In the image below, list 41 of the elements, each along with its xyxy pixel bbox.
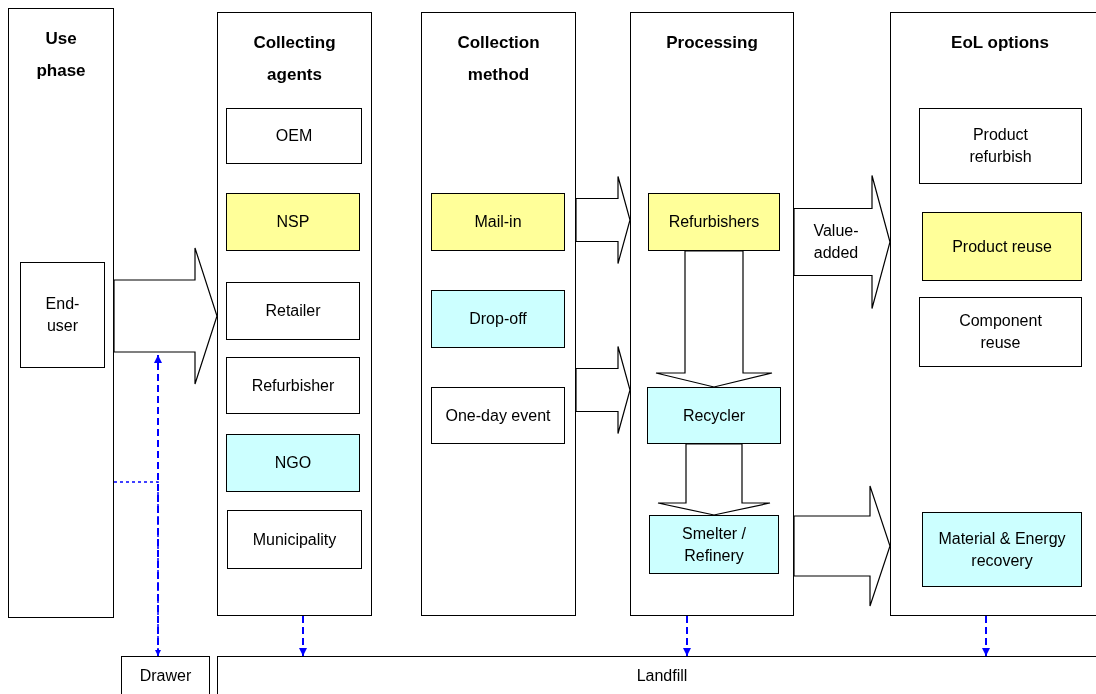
column-panel	[217, 12, 372, 616]
stage-box: Mail-in	[431, 193, 565, 251]
dashed-arrow	[982, 615, 990, 657]
stage-box: Retailer	[226, 282, 360, 340]
dashed-arrow	[299, 615, 307, 657]
stage-box: Component reuse	[919, 297, 1082, 367]
block-arrow	[655, 250, 773, 388]
stage-box: Recycler	[647, 387, 781, 444]
stage-box: End-user	[20, 262, 105, 368]
stage-box: Municipality	[227, 510, 362, 569]
stage-box: Refurbishers	[648, 193, 780, 251]
dashed-arrow	[154, 354, 162, 657]
block-arrow	[793, 174, 891, 310]
column-heading: Processing	[666, 32, 758, 54]
stage-box: NGO	[226, 434, 360, 492]
stage-box: One-day event	[431, 387, 565, 444]
stage-box: Product refurbish	[919, 108, 1082, 184]
dashed-arrow	[683, 615, 691, 657]
stage-box: Landfill	[217, 656, 1096, 694]
block-arrow	[657, 443, 771, 516]
block-arrow	[793, 485, 891, 607]
edge-label: Value-added	[812, 221, 860, 263]
column-panel	[8, 8, 114, 618]
stage-box: Product reuse	[922, 212, 1082, 281]
column-heading: Collection method	[456, 32, 541, 86]
column-panel	[630, 12, 794, 616]
stage-box: Smelter / Refinery	[649, 515, 779, 574]
block-arrow	[575, 345, 631, 435]
stage-box: OEM	[226, 108, 362, 164]
stage-box: Material & Energy recovery	[922, 512, 1082, 587]
stage-box: Drop-off	[431, 290, 565, 348]
column-panel	[890, 12, 1096, 616]
stage-box: Drawer	[121, 656, 210, 694]
block-arrow	[113, 247, 218, 385]
column-heading: Use phase	[35, 28, 87, 82]
block-arrow	[575, 175, 631, 265]
column-heading: Collecting agents	[252, 32, 337, 86]
column-heading: EoL options	[951, 32, 1049, 54]
column-panel	[421, 12, 576, 616]
stage-box: Refurbisher	[226, 357, 360, 414]
stage-box: NSP	[226, 193, 360, 251]
